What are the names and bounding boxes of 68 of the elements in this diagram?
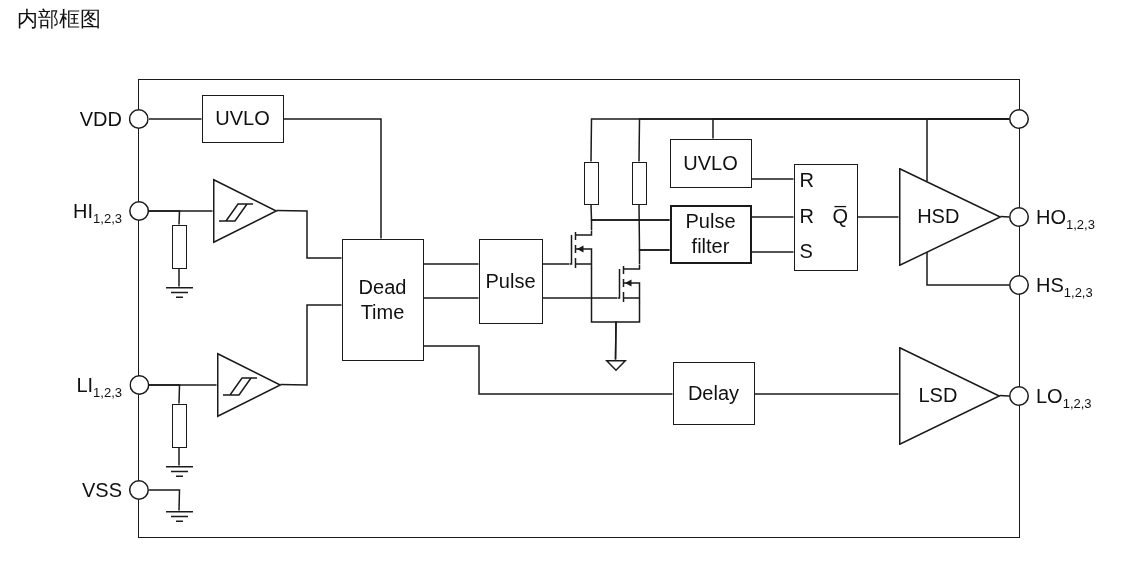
wire [998,394,1010,397]
wire [422,297,480,299]
schmitt-trigger-symbol [216,352,281,417]
wire [148,118,203,120]
mosfet-symbol [569,230,593,269]
wire [275,209,343,259]
input-label: R [799,205,814,227]
wire [422,345,674,395]
schmitt-trigger-symbol [212,178,277,243]
pin-label: VSS [81,478,122,502]
ground-symbol [165,286,193,298]
wire [999,215,1010,218]
resistor-symbol [631,161,647,205]
pin-label: VDD [79,107,122,131]
input-label: R [799,169,814,191]
function-block [669,204,752,264]
ground-symbol [165,465,193,477]
resistor-symbol [171,224,187,269]
block-label: Pulse [485,268,536,294]
wire [178,446,180,467]
function-block [478,238,543,324]
driver-amplifier [898,167,1001,266]
wire [926,251,1010,286]
output-label: Q̅ [832,205,849,227]
block-label: HSD [917,204,960,229]
resistor-symbol [583,161,599,205]
driver-amplifier [898,346,1000,445]
ground-symbol [165,510,193,522]
wire [148,489,181,512]
wire [178,267,180,288]
wire [422,263,480,265]
wire [750,216,795,218]
wire [541,297,619,299]
chip-outline [138,79,1020,538]
pin-label: HI$_{1,2,3}$ [73,199,122,223]
block-label: Delay [687,380,740,406]
wire [590,219,671,232]
block-label: UVLO [683,150,738,176]
pin-label: HS$_{1,2,3}$ [1036,273,1093,297]
wire [148,210,181,226]
block-label: Dead Time [357,274,408,325]
function-block [341,238,424,361]
wire [750,178,795,180]
wire [753,393,900,395]
function-block [669,138,752,188]
function-block [672,361,755,425]
block-label: LSD [918,383,958,408]
block-label: UVLO [215,106,270,131]
wire [282,118,382,240]
pin-label: LO$_{1,2,3}$ [1036,384,1092,408]
wire [750,251,795,253]
wire [856,216,900,218]
wire [148,384,181,405]
diagram-title: 内部框图 [17,6,101,33]
mosfet-symbol [617,264,641,303]
pin-label: HO$_{1,2,3}$ [1036,205,1095,229]
flip-flop-block [793,163,858,271]
function-block [201,94,284,143]
ground-symbol [605,359,626,371]
wire [279,304,343,386]
input-label: S [799,240,813,262]
wire [638,249,671,266]
pin-label: LI$_{1,2,3}$ [76,373,122,397]
wire [614,301,641,361]
wire [926,118,1010,182]
resistor-symbol [171,403,187,448]
block-label: Pulse filter [684,209,737,259]
wire [541,263,571,265]
